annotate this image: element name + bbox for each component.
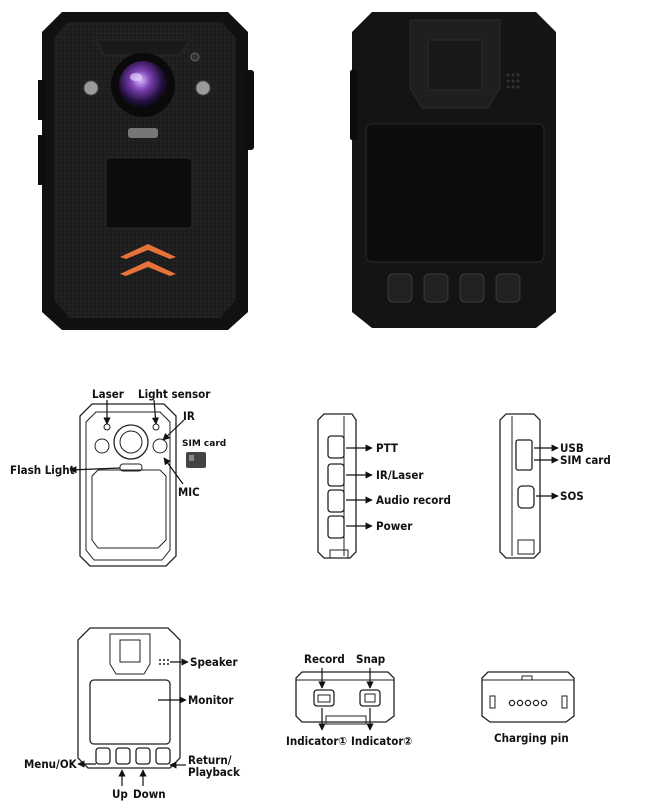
indicator-1-label: Indicator①	[286, 734, 347, 748]
right-side-diagram: USB SIM card SOS	[499, 413, 611, 559]
ir-laser-button-icon	[327, 463, 345, 487]
power-button-icon	[327, 515, 345, 539]
side-button-photo	[38, 80, 46, 120]
up-button-icon	[115, 747, 131, 765]
sos-label: SOS	[560, 489, 584, 503]
mic-label: MIC	[178, 485, 200, 499]
left-side-diagram: PTT IR/Laser Audio record Power	[317, 413, 451, 559]
return-label: Return/	[188, 753, 232, 767]
usb-port-icon	[515, 439, 533, 471]
flash-light-icon	[128, 128, 158, 138]
bottom-diagram: Charging pin	[481, 671, 575, 745]
clip-rail	[244, 70, 254, 150]
up-button-photo	[423, 273, 449, 303]
charging-pin-label: Charging pin	[494, 731, 569, 745]
sim-card-side-label: SIM card	[560, 453, 611, 467]
audio-record-label: Audio record	[376, 493, 451, 507]
orange-stripe-icon	[120, 244, 176, 259]
return-button-photo	[495, 273, 521, 303]
speaker-grille-diagram-icon	[159, 659, 169, 665]
playback-label: Playback	[188, 765, 241, 779]
sos-button-icon	[517, 485, 535, 509]
front-window	[105, 157, 193, 229]
flash-light-label: Flash Light	[10, 463, 75, 477]
audio-record-button-icon	[327, 489, 345, 513]
return-button-icon	[155, 747, 171, 765]
monitor-label: Monitor	[188, 693, 234, 707]
ir-label: IR	[183, 409, 195, 423]
front-diagram: Laser Light sensor IR SIM card Flash Lig…	[10, 387, 226, 567]
record-label: Record	[304, 652, 345, 666]
top-diagram: Record Snap Indicator① Indicator②	[286, 652, 412, 748]
charging-pin-icon	[508, 699, 548, 707]
menu-ok-label: Menu/OK	[24, 757, 78, 771]
ir-light-icon	[195, 80, 211, 96]
usb-label: USB	[560, 441, 584, 455]
speaker-label: Speaker	[190, 655, 238, 669]
back-screen	[365, 123, 545, 263]
indicator-2-label: Indicator②	[351, 734, 412, 748]
ptt-label: PTT	[376, 441, 398, 455]
ptt-button-icon	[327, 435, 345, 459]
power-label: Power	[376, 519, 413, 533]
ir-light-icon	[83, 80, 99, 96]
ir-laser-label: IR/Laser	[376, 468, 424, 482]
sim-card-label: SIM card	[182, 439, 226, 449]
monitor-icon	[89, 679, 171, 745]
snap-button-icon	[359, 689, 381, 707]
down-button-icon	[135, 747, 151, 765]
camera-lens-icon	[119, 61, 167, 109]
speaker-grille-icon	[506, 73, 520, 89]
front-photo	[38, 12, 254, 330]
laser-label: Laser	[92, 387, 125, 401]
snap-label: Snap	[356, 652, 385, 666]
side-button-photo	[38, 135, 46, 185]
down-button-photo	[459, 273, 485, 303]
menu-ok-button-icon	[95, 747, 111, 765]
orange-stripe-icon	[120, 261, 176, 276]
menu-button-photo	[387, 273, 413, 303]
back-photo	[350, 12, 556, 328]
light-sensor-label: Light sensor	[138, 387, 211, 401]
down-label: Down	[133, 787, 166, 801]
back-diagram: Speaker Monitor Menu/OK Return/ Playback…	[24, 627, 241, 801]
up-label: Up	[112, 787, 128, 801]
record-button-icon	[313, 689, 335, 707]
light-sensor-icon	[190, 52, 200, 62]
